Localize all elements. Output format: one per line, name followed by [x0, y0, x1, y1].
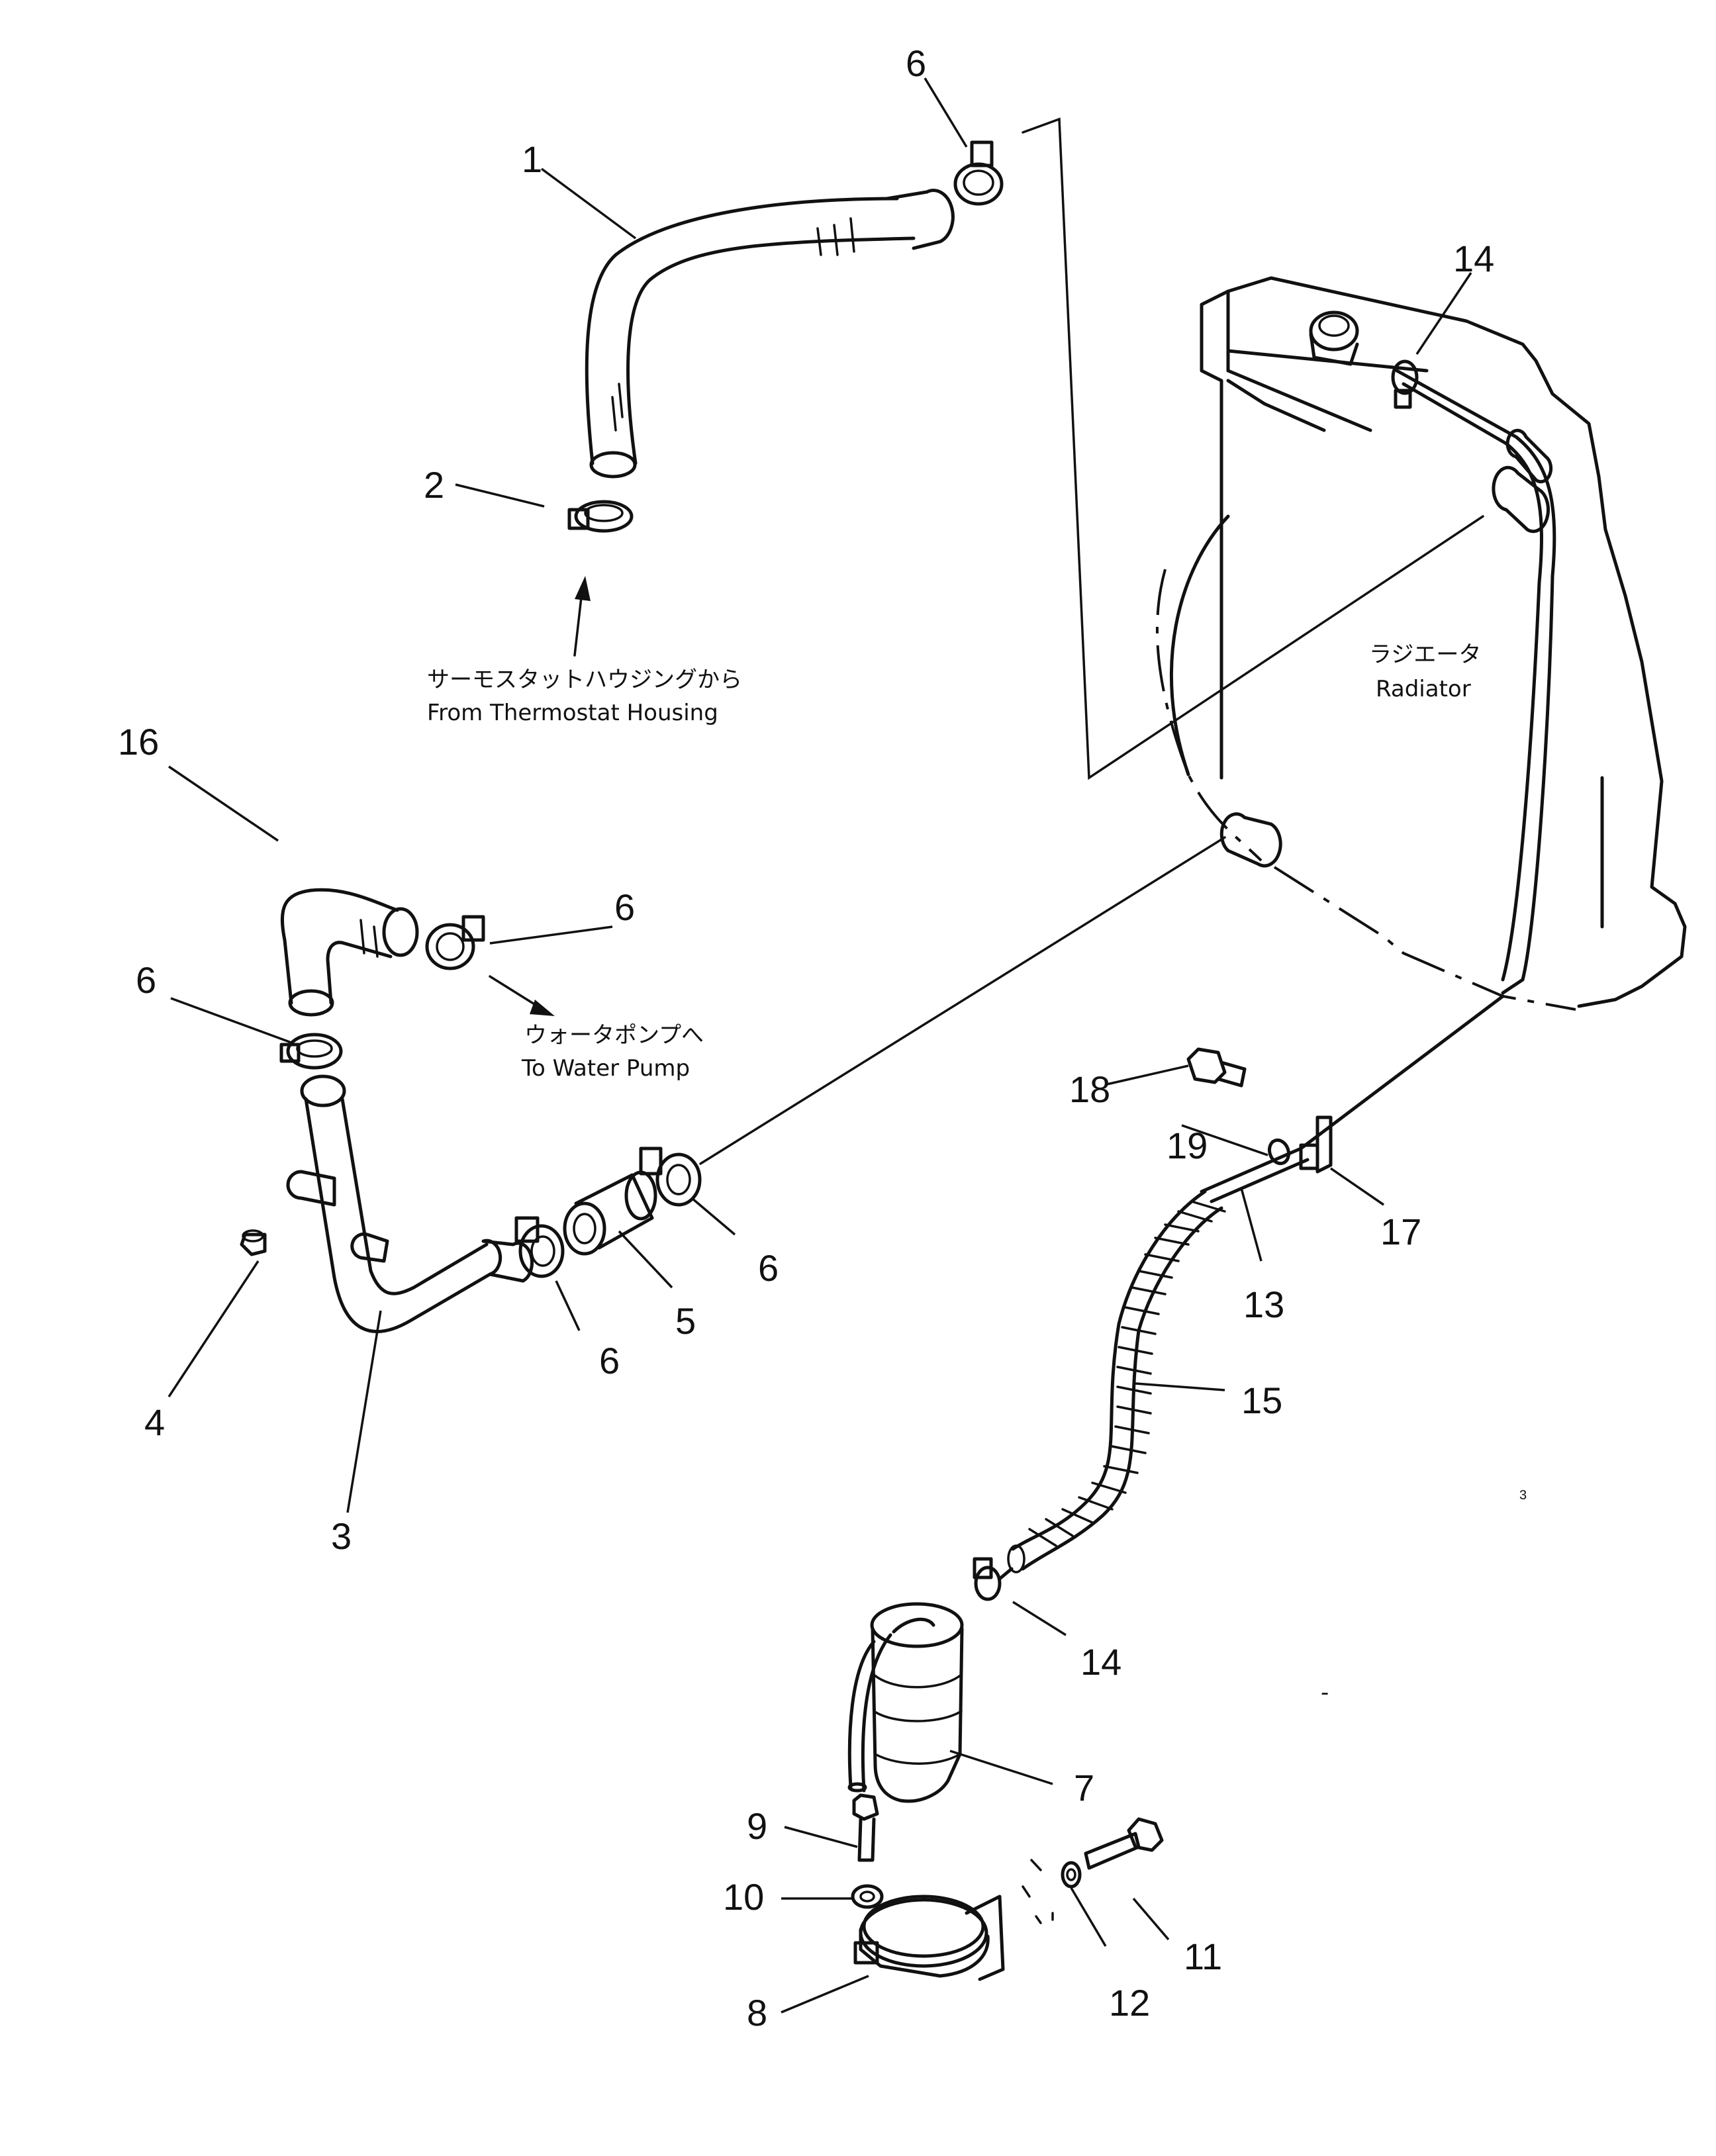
guide-line-lower — [699, 836, 1226, 1165]
plug-4 — [240, 1229, 267, 1256]
arrow-from-thermostat — [573, 576, 591, 657]
callout-16: 16 — [118, 721, 159, 763]
washer-19 — [1267, 1138, 1291, 1166]
hose-clamp-6-mid — [639, 1147, 702, 1207]
guide-line — [1022, 117, 1484, 780]
callout-13: 13 — [1243, 1284, 1284, 1325]
callout-5: 5 — [675, 1300, 696, 1342]
notes: サーモスタットハウジングから From Thermostat Housing ウ… — [427, 641, 1481, 1706]
callout-10: 10 — [723, 1876, 764, 1918]
hose-clamp-14-lower — [973, 1557, 1014, 1601]
callout-2: 2 — [424, 464, 444, 506]
washer-12 — [1061, 1861, 1082, 1889]
callout-14-bottom: 14 — [1080, 1641, 1121, 1683]
callout-6-top: 6 — [906, 42, 926, 84]
callout-18: 18 — [1069, 1068, 1110, 1110]
hose-clamp-2 — [567, 500, 634, 533]
bypass-hose — [280, 888, 419, 1017]
tube-13 — [1200, 994, 1505, 1203]
note-radiator-ja: ラジエータ — [1369, 641, 1481, 668]
hose-clamp-6-right — [425, 915, 485, 970]
callout-6-right: 6 — [614, 886, 635, 928]
note-radiator-en: Radiator — [1376, 676, 1471, 702]
reservoir-tank — [847, 1602, 964, 1803]
callout-15: 15 — [1241, 1380, 1282, 1421]
callout-7: 7 — [1074, 1767, 1094, 1808]
note-thermostat-ja: サーモスタットハウジングから — [427, 667, 742, 693]
bolt-18 — [1186, 1047, 1247, 1088]
bracket-17 — [1299, 1115, 1333, 1174]
hose-clamp-6-top — [953, 140, 1004, 206]
callout-labels: 1 2 3 4 5 6 6 6 6 6 7 8 9 10 11 12 13 14… — [118, 42, 1494, 2034]
arrow-to-water-pump — [489, 975, 555, 1016]
upper-hose — [585, 189, 955, 479]
note-pump-ja: ウォータポンプへ — [524, 1022, 704, 1049]
hose-5 — [563, 1170, 657, 1256]
callout-6-left: 6 — [136, 959, 156, 1001]
callout-11: 11 — [1184, 1936, 1222, 1977]
hose-clamp-6-lower — [514, 1216, 565, 1278]
hose-clamp-14-upper — [1391, 359, 1419, 409]
callout-1: 1 — [522, 138, 542, 180]
callout-9: 9 — [747, 1805, 767, 1847]
break-mark — [1022, 1859, 1054, 1924]
radiator — [1155, 276, 1687, 1011]
callout-6-lower: 6 — [599, 1340, 620, 1382]
spring-guard-15 — [1007, 1190, 1226, 1573]
washer-10 — [851, 1884, 884, 1909]
callout-12: 12 — [1109, 1982, 1150, 2024]
hose-clamp-6-left — [279, 1033, 343, 1070]
bolt-9 — [852, 1793, 879, 1862]
callout-19: 19 — [1167, 1125, 1208, 1166]
callout-6-mid: 6 — [758, 1247, 779, 1289]
water-pipe — [286, 1074, 534, 1333]
callout-17: 17 — [1380, 1211, 1421, 1252]
note-pump-en: To Water Pump — [521, 1055, 690, 1082]
callout-3: 3 — [331, 1515, 352, 1557]
stray-mark: - — [1321, 1679, 1329, 1706]
callout-14-top: 14 — [1453, 238, 1494, 279]
callout-4: 4 — [144, 1401, 165, 1443]
bolt-11 — [1084, 1817, 1164, 1870]
page-mark: 3 — [1519, 1488, 1527, 1503]
leader-lines — [167, 77, 1472, 2014]
band-bracket-8 — [853, 1895, 1005, 1981]
note-thermostat-en: From Thermostat Housing — [427, 700, 718, 726]
callout-8: 8 — [747, 1992, 767, 2034]
